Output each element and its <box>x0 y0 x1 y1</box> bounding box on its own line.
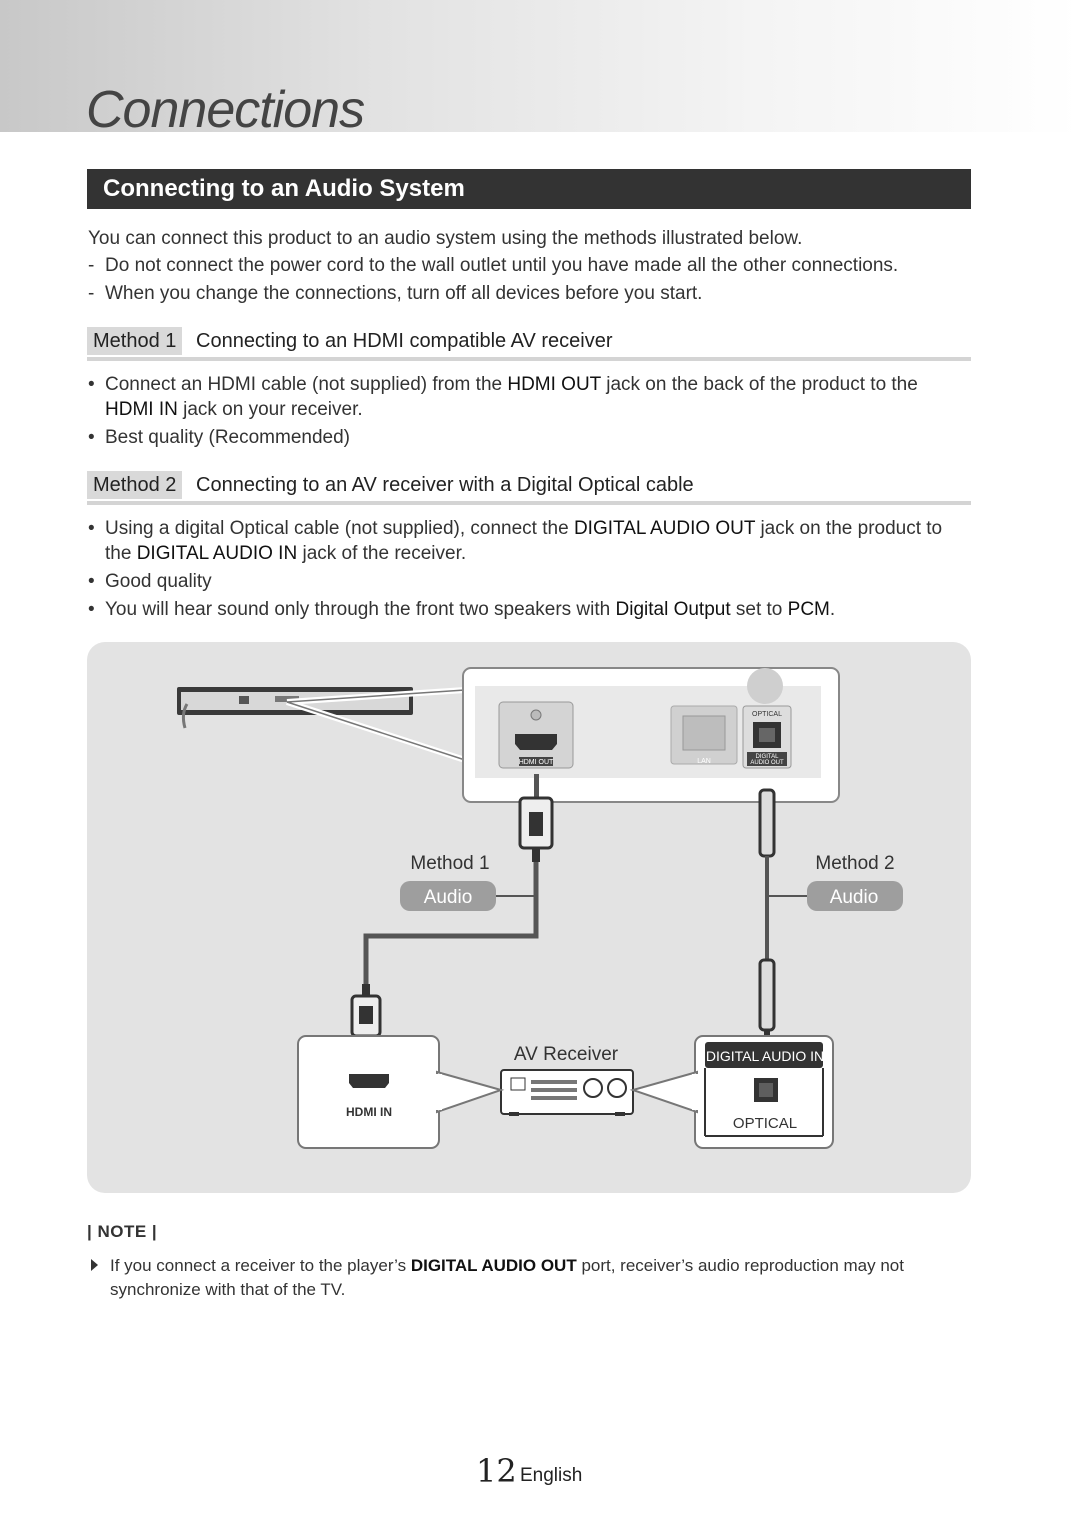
intro-dash-item-1: Do not connect the power cord to the wal… <box>105 255 899 276</box>
method1-heading: Method 1 Connecting to an HDMI compatibl… <box>87 327 971 361</box>
digital-audio-in-label: DIGITAL AUDIO IN <box>706 1048 824 1064</box>
hdmi-in-label: HDMI IN <box>346 1105 392 1119</box>
method1-tag: Method 1 <box>87 327 183 355</box>
method2-bullet2: Good quality <box>105 571 212 592</box>
method1-title: Connecting to an HDMI compatible AV rece… <box>196 330 613 352</box>
dash-marker: - <box>88 283 95 304</box>
method2-bullet1-line2: the DIGITAL AUDIO IN jack of the receive… <box>105 543 467 564</box>
optical-label: OPTICAL <box>733 1115 797 1132</box>
method1-bullet2: Best quality (Recommended) <box>105 427 350 448</box>
bullet-marker: • <box>88 599 95 620</box>
intro-text: You can connect this product to an audio… <box>88 228 803 249</box>
method2-label: Method 2 <box>815 853 894 874</box>
section-header-bar: Connecting to an Audio System <box>87 169 971 209</box>
digital-audio-out-port: OPTICAL DIGITAL AUDIO OUT <box>742 705 792 769</box>
method2-title: Connecting to an AV receiver with a Digi… <box>196 474 694 496</box>
optical-cable <box>758 788 776 1046</box>
bullet-marker: • <box>88 571 95 592</box>
av-receiver-label: AV Receiver <box>514 1044 619 1065</box>
svg-text:AUDIO OUT: AUDIO OUT <box>750 760 784 766</box>
hdmi-cable <box>350 774 554 1062</box>
audio-badge-2 <box>807 881 903 911</box>
hdmi-in-callout: HDMI IN <box>297 1035 505 1149</box>
header-band <box>0 0 1080 132</box>
note-text: If you connect a receiver to the player’… <box>110 1256 904 1299</box>
method2-bullet1-line1: Using a digital Optical cable (not suppl… <box>105 518 943 539</box>
section-title: Connecting to an Audio System <box>103 175 465 202</box>
method2-tag: Method 2 <box>87 471 183 499</box>
method1-label: Method 1 <box>410 853 489 874</box>
triangle-bullet-icon <box>91 1259 98 1271</box>
audio-label-2: Audio <box>830 887 879 908</box>
av-receiver-icon <box>500 1069 634 1116</box>
intro-dash-item-2: When you change the connections, turn of… <box>105 283 703 304</box>
svg-text:DIGITAL: DIGITAL <box>756 754 780 760</box>
method1-bullet1-line1: Connect an HDMI cable (not supplied) fro… <box>105 374 918 395</box>
digital-audio-in-callout: DIGITAL AUDIO IN OPTICAL <box>629 1035 834 1149</box>
page-number: 12 <box>476 1452 517 1490</box>
method1-bullet1-line2: HDMI IN jack on your receiver. <box>105 399 363 420</box>
note-label: | NOTE | <box>87 1222 158 1241</box>
bullet-marker: • <box>88 518 95 539</box>
bullet-marker: • <box>88 374 95 395</box>
dash-marker: - <box>88 255 95 276</box>
svg-text:HDMI OUT: HDMI OUT <box>519 759 554 766</box>
audio-label-1: Audio <box>424 887 473 908</box>
player-back-panel: HDMI OUT LAN OPTICAL DIGITAL AUDIO OUT <box>462 667 840 803</box>
connection-diagram: HDMI OUT LAN OPTICAL DIGITAL AUDIO OUT <box>87 642 971 1193</box>
audio-badge-1 <box>400 881 496 911</box>
connection-diagram-svg: HDMI OUT LAN OPTICAL DIGITAL AUDIO OUT <box>177 667 903 1149</box>
svg-text:OPTICAL: OPTICAL <box>752 711 782 718</box>
lan-port: LAN <box>670 705 738 765</box>
svg-text:LAN: LAN <box>697 758 711 765</box>
method2-bullet3: You will hear sound only through the fro… <box>105 599 836 620</box>
method2-heading: Method 2 Connecting to an AV receiver wi… <box>87 471 971 505</box>
page-title: Connections <box>86 81 365 139</box>
page-language: English <box>520 1465 583 1486</box>
bullet-marker: • <box>88 427 95 448</box>
hdmi-out-port: HDMI OUT <box>498 701 574 769</box>
